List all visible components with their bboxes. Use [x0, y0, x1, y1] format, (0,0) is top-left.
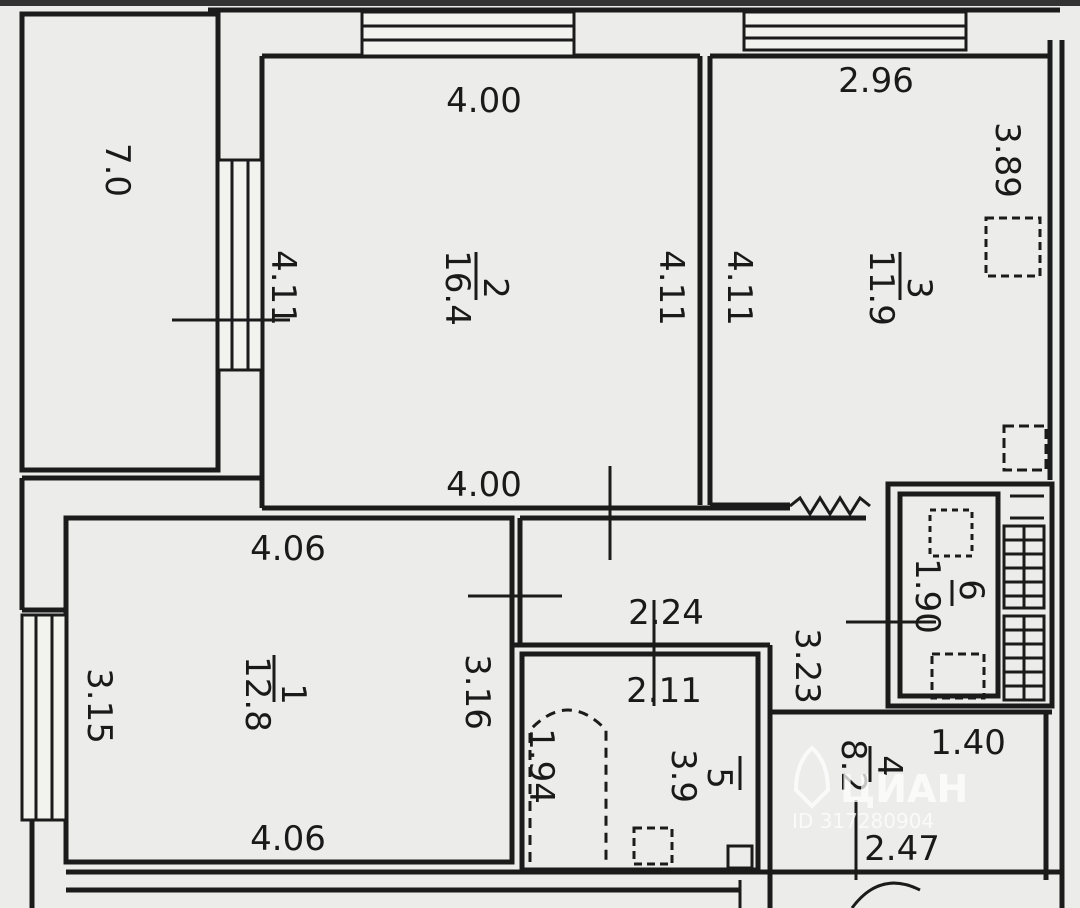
- room-2-depth-right: 4.11: [651, 250, 691, 326]
- room-4-area: 8.2: [833, 739, 873, 793]
- room-4-number: 4: [869, 755, 909, 777]
- fraction-bars: [272, 252, 954, 790]
- balcony-area: 7.0: [97, 143, 137, 197]
- balcony-door: [216, 158, 264, 372]
- room-5-number: 5: [699, 767, 739, 789]
- watermark-logo-text: ЦИАН: [840, 767, 968, 811]
- toilet-icon: [632, 826, 674, 866]
- room-2-width-bottom: 4.00: [446, 465, 522, 505]
- room-5-area: 3.9: [663, 749, 703, 803]
- room-4-width-top: 1.40: [930, 723, 1006, 763]
- room-4-width-bottom: 2.47: [864, 829, 940, 869]
- fixtures: [172, 216, 1048, 908]
- room-3-area: 11.9: [861, 250, 901, 326]
- corridor-width: 2.24: [628, 593, 704, 633]
- room-1-depth-left: 3.15: [79, 668, 119, 744]
- sink-icon: [930, 652, 986, 700]
- drain-icon: [726, 844, 754, 870]
- room-5-width: 2.11: [626, 671, 702, 711]
- room-5-depth: 1.94: [521, 728, 561, 804]
- room-3-number: 3: [899, 277, 939, 299]
- radiator-icon: [984, 216, 1042, 278]
- room-2-number: 2: [475, 277, 515, 299]
- window-room-1: [20, 613, 68, 822]
- room-3-depth-left: 4.11: [719, 250, 759, 326]
- room-6-dim: 1.90: [907, 558, 947, 634]
- room-2-depth-left: 4.11: [263, 250, 303, 326]
- room-1-width-bottom: 4.06: [250, 819, 326, 859]
- top-edge: [0, 0, 1080, 6]
- window-room-3: [742, 10, 968, 52]
- room-3-depth-right: 3.89: [987, 122, 1027, 198]
- room-1-number: 1: [273, 683, 313, 705]
- bathtub: [528, 708, 608, 862]
- window-room-2: [360, 10, 576, 58]
- windows: [20, 10, 968, 822]
- watermark: ЦИАН ID 317280904: [792, 745, 968, 833]
- walls: [19, 7, 1065, 908]
- zigzag-partition: [789, 495, 871, 517]
- watermark-id-text: ID 317280904: [792, 809, 934, 833]
- room-2-width-top: 4.00: [446, 81, 522, 121]
- room-1-area: 12.8: [237, 656, 277, 732]
- room-3-width-top: 2.96: [838, 61, 914, 101]
- cian-logo-icon: [793, 745, 831, 809]
- room-2-area: 16.4: [437, 250, 477, 326]
- room-1-width-top: 4.06: [250, 529, 326, 569]
- room-4-depth: 3.23: [787, 628, 827, 704]
- bottom-arc: [850, 881, 921, 908]
- appliance-icon: [1002, 424, 1048, 472]
- room-6-number: 6: [951, 579, 991, 601]
- room-1-depth-right: 3.16: [457, 654, 497, 730]
